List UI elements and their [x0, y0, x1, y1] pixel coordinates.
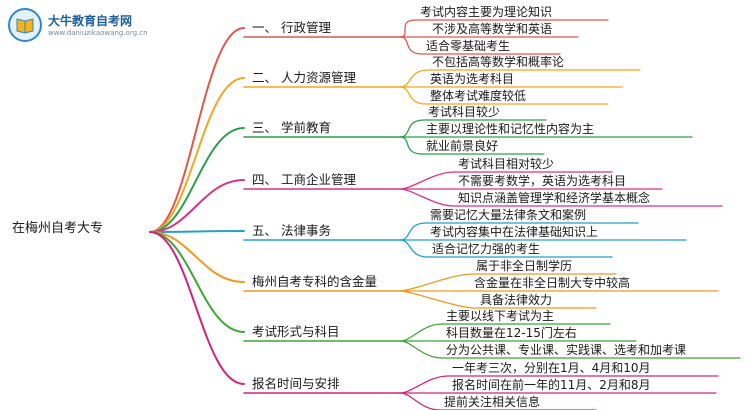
leaf-node[interactable]: 考试内容集中在法律基础知识上: [430, 225, 599, 239]
branch-connector: [149, 231, 245, 333]
leaf-node[interactable]: 适合记忆力强的考生: [432, 242, 541, 256]
book-icon: [8, 8, 42, 42]
leaf-node[interactable]: 主要以理论性和记忆性内容为主: [426, 122, 595, 136]
leaf-connector: [399, 273, 473, 292]
leaf-connector: [399, 86, 427, 105]
leaf-node[interactable]: 科目数量在12-15门左右: [446, 326, 577, 340]
branch-connector: [149, 127, 245, 233]
branch-connector: [149, 230, 245, 233]
root-node[interactable]: 在梅州自考大专: [12, 221, 104, 236]
leaf-node[interactable]: 一年考三次，分别在1月、4月和10月: [452, 361, 651, 375]
leaf-node[interactable]: 英语为选考科目: [430, 72, 515, 86]
branch-node[interactable]: 五、 法律事务: [252, 223, 331, 238]
branch-node[interactable]: 二、 人力资源管理: [252, 70, 356, 85]
leaf-connector: [399, 188, 455, 207]
leaf-node[interactable]: 考试内容主要为理论知识: [420, 5, 553, 19]
leaf-node[interactable]: 具备法律效力: [480, 293, 553, 307]
branch-node[interactable]: 考试形式与科目: [252, 324, 340, 339]
leaf-connector: [399, 375, 449, 394]
leaf-node[interactable]: 整体考试难度较低: [430, 89, 527, 103]
leaf-node[interactable]: 含金量在非全日制大专中较高: [474, 276, 631, 290]
leaf-node[interactable]: 主要以线下考试为主: [446, 309, 555, 323]
leaf-node[interactable]: 不涉及高等数学和英语: [432, 22, 553, 36]
branch-node[interactable]: 四、 工商企业管理: [252, 172, 356, 187]
leaf-connector: [399, 69, 429, 88]
leaf-connector: [399, 171, 455, 190]
leaf-node[interactable]: 属于非全日制学历: [476, 259, 573, 273]
leaf-node[interactable]: 知识点涵盖管理学和经济学基本概念: [458, 191, 651, 205]
logo-url-text: www.daniuzikaowang.org.cn: [48, 29, 148, 37]
branch-connector: [149, 231, 245, 283]
leaf-connector: [399, 19, 417, 38]
leaf-node[interactable]: 不需要考数学，英语为选考科目: [458, 174, 627, 188]
leaf-connector: [399, 340, 443, 359]
site-logo[interactable]: 大牛教育自考网 www.daniuzikaowang.org.cn: [8, 6, 158, 46]
leaf-connector: [399, 323, 443, 342]
leaf-connector: [399, 222, 427, 241]
branch-connector: [149, 179, 245, 233]
leaf-node[interactable]: 分为公共课、专业课、实践课、选考和加考课: [446, 343, 687, 357]
leaf-node[interactable]: 考试科目较少: [428, 105, 501, 119]
leaf-node[interactable]: 适合零基础考生: [426, 39, 511, 53]
leaf-node[interactable]: 不包括高等数学和概率论: [432, 55, 565, 69]
leaf-node[interactable]: 提前关注相关信息: [444, 395, 541, 409]
branch-node[interactable]: 一、 行政管理: [252, 20, 331, 35]
leaf-connector: [399, 36, 423, 55]
branch-node[interactable]: 三、 学前教育: [252, 120, 331, 135]
leaf-node[interactable]: 考试科目相对较少: [458, 157, 555, 171]
leaf-connector: [399, 392, 441, 410]
leaf-connector: [399, 119, 425, 138]
branch-connector: [149, 231, 245, 385]
branch-node[interactable]: 梅州自考专科的含金量: [252, 274, 378, 289]
leaf-node[interactable]: 就业前景良好: [426, 139, 499, 153]
logo-brand-text: 大牛教育自考网: [48, 14, 133, 28]
branch-connector: [149, 77, 245, 233]
leaf-connector: [399, 136, 423, 155]
leaf-connector: [399, 290, 477, 309]
leaf-connector: [399, 239, 429, 258]
branch-node[interactable]: 报名时间与安排: [252, 376, 340, 391]
leaf-node[interactable]: 报名时间在前一年的11月、2月和8月: [452, 378, 651, 392]
leaf-node[interactable]: 需要记忆大量法律条文和案例: [430, 208, 587, 222]
branch-connector: [149, 27, 245, 233]
